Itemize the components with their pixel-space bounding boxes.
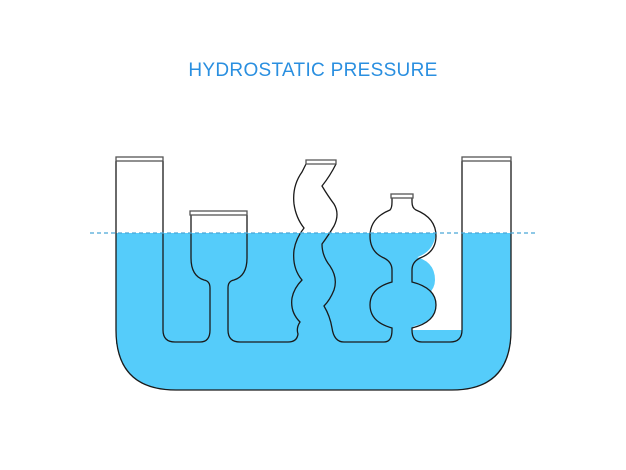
wavy-tube-cap xyxy=(305,159,337,165)
diagram-title: HYDROSTATIC PRESSURE xyxy=(188,60,438,81)
wavy-tube-outline xyxy=(321,163,393,343)
right-tube-cap xyxy=(461,156,512,162)
vase-cap xyxy=(390,193,414,199)
outer-u-outline xyxy=(115,161,512,391)
left-tube-outline xyxy=(162,161,211,343)
vase-outline xyxy=(411,161,463,343)
glass-cap xyxy=(189,210,248,216)
vessel-outlines xyxy=(115,156,512,391)
left-tube-cap xyxy=(115,156,164,162)
glass-outline xyxy=(227,163,307,343)
water-fill-shapes xyxy=(116,233,511,390)
